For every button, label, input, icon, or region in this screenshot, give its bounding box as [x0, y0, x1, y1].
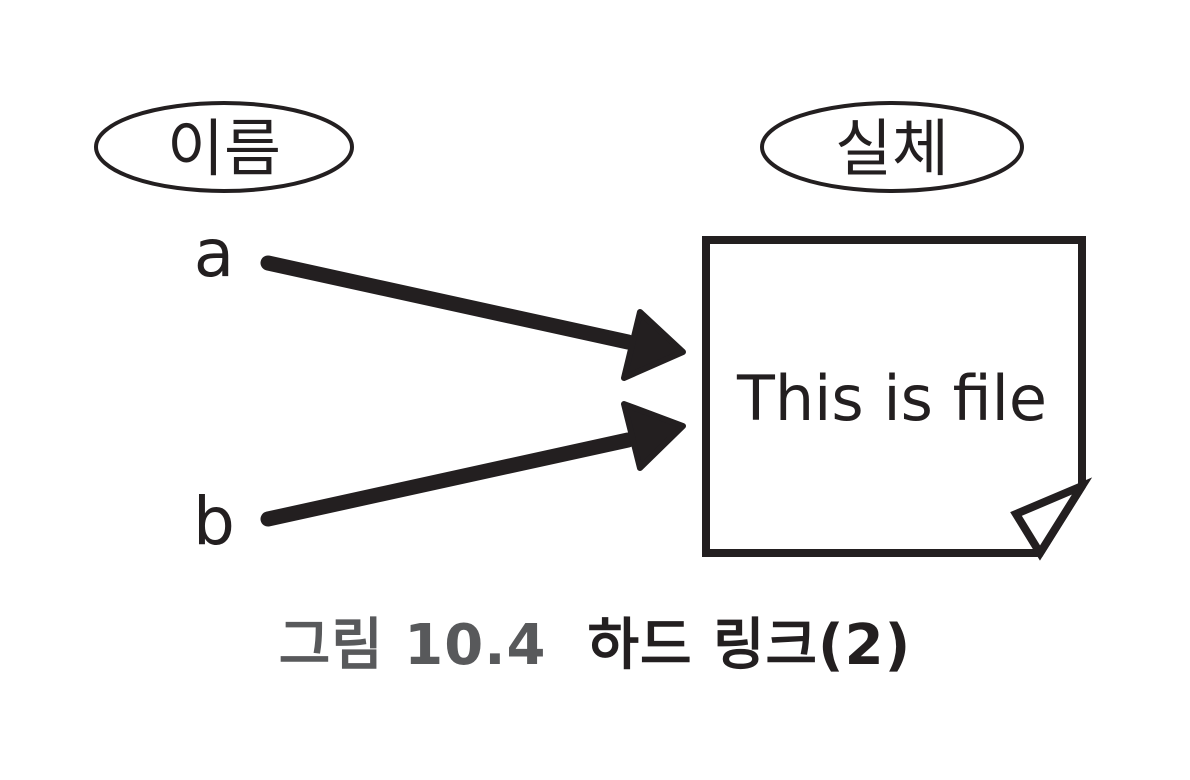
- file-content-text: This is file: [736, 362, 1047, 435]
- entity-header-ellipse: [760, 101, 1024, 193]
- figure-title: 하드 링크(2): [587, 613, 912, 678]
- file-note: This is file: [702, 236, 1093, 561]
- link-name-b: b: [193, 483, 235, 560]
- entity-header-label: 실체: [835, 112, 949, 185]
- name-header-ellipse: [94, 101, 354, 193]
- arrow-b-to-file: [260, 401, 686, 527]
- link-name-a: a: [194, 215, 234, 292]
- entity-header: 실체: [760, 101, 1024, 193]
- figure-caption: 그림 10.4 하드 링크(2): [0, 600, 1190, 681]
- name-header: 이름: [94, 101, 354, 193]
- file-note-fold-icon: [1010, 477, 1093, 561]
- arrow-b-head: [621, 401, 686, 471]
- arrow-a-head: [621, 309, 686, 381]
- name-header-label: 이름: [167, 112, 281, 185]
- arrow-b-shaft: [260, 432, 636, 527]
- figure-number: 그림 10.4: [278, 613, 547, 678]
- arrow-a-shaft: [260, 255, 636, 350]
- arrow-a-to-file: [260, 255, 686, 381]
